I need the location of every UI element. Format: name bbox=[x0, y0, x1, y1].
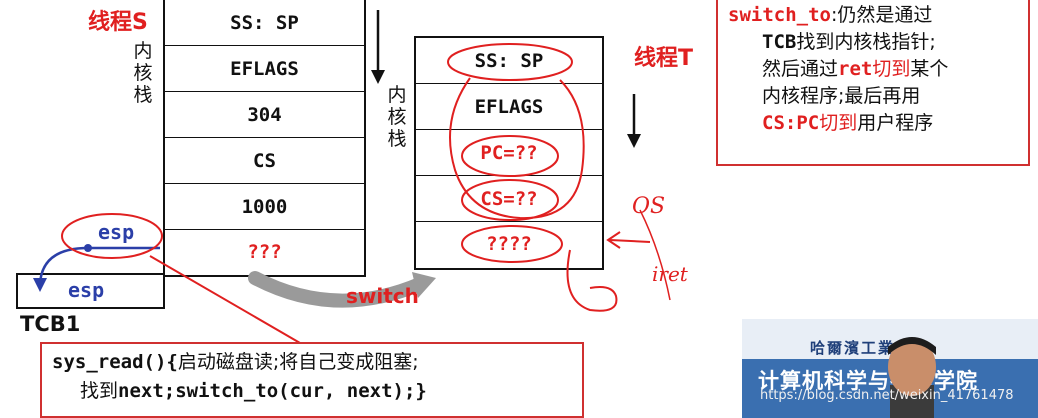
esp-pointer-curve bbox=[38, 246, 89, 285]
stack-s-cell: ??? bbox=[247, 241, 282, 263]
note-line-2: TCB找到内核栈指针; bbox=[728, 29, 1028, 56]
red-loop-stack-t bbox=[449, 77, 585, 220]
kernel-stack-char: 内 bbox=[387, 84, 407, 106]
stack-t-cell: ???? bbox=[486, 233, 532, 255]
kernel-stack-char: 栈 bbox=[133, 84, 153, 106]
stack-s-cell: 1000 bbox=[165, 184, 364, 230]
code-text: 启动磁盘读;将自己变成阻塞; bbox=[177, 351, 419, 373]
note-keyword-ret: ret bbox=[838, 58, 873, 80]
red-arrow-to-qqqq bbox=[606, 231, 651, 249]
note-text: 内核程序;最后再用 bbox=[762, 85, 921, 107]
code-line-1: sys_read(){启动磁盘读;将自己变成阻塞; bbox=[52, 348, 582, 377]
switch-to-note: switch_to:仍然是通过 TCB找到内核栈指针; 然后通过ret切到某个 … bbox=[716, 0, 1030, 166]
red-circle-cs bbox=[461, 179, 559, 221]
kernel-stack-char: 核 bbox=[133, 62, 153, 84]
stack-t-cell: EFLAGS bbox=[416, 84, 602, 130]
note-text: 然后通过 bbox=[762, 58, 839, 80]
stack-s-cell: CS bbox=[165, 138, 364, 184]
stack-s-cell: SS: SP bbox=[165, 0, 364, 46]
note-keyword-cs-pc: CS:PC bbox=[762, 112, 820, 134]
code-line-2: 找到next;switch_to(cur, next);} bbox=[52, 377, 582, 406]
kernel-stack-char: 栈 bbox=[387, 128, 407, 150]
red-circle-esp bbox=[61, 213, 163, 259]
note-text: 找到内核栈指针; bbox=[796, 31, 936, 53]
note-text: 切到 bbox=[872, 58, 911, 80]
esp-pointer-head bbox=[33, 278, 47, 292]
stack-s-cell: 304 bbox=[165, 92, 364, 138]
note-line-5: CS:PC切到用户程序 bbox=[728, 110, 1028, 137]
switch-label: switch bbox=[346, 284, 419, 308]
kernel-stack-s: SS: SP EFLAGS 304 CS 1000 ??? bbox=[163, 0, 366, 277]
note-line-1: switch_to:仍然是通过 bbox=[728, 2, 1028, 29]
note-text: 某个 bbox=[910, 58, 949, 80]
code-mono: next;switch_to(cur, next);} bbox=[118, 380, 427, 402]
code-mono: sys_read(){ bbox=[52, 351, 178, 373]
kernel-stack-label-s: 内 核 栈 bbox=[132, 40, 154, 106]
stack-t-cell: SS: SP bbox=[416, 38, 602, 84]
red-ret-line bbox=[639, 209, 671, 301]
stack-grow-arrow-t bbox=[627, 94, 641, 148]
switch-arrow bbox=[248, 271, 427, 308]
red-circle-qqqq bbox=[461, 225, 563, 263]
esp-pointer-label: esp bbox=[98, 220, 135, 244]
note-text: 切到 bbox=[819, 112, 858, 134]
kernel-stack-char: 核 bbox=[387, 106, 407, 128]
thread-t-label: 线程T bbox=[634, 46, 694, 71]
note-line-3: 然后通过ret切到某个 bbox=[728, 56, 1028, 83]
presenter-image bbox=[888, 337, 936, 418]
red-circle-pc bbox=[461, 135, 559, 177]
handwritten-os: OS bbox=[632, 194, 666, 219]
stack-grow-arrow-s bbox=[371, 10, 385, 84]
tcb-esp-label: esp bbox=[68, 278, 105, 302]
switch-arrow-head bbox=[412, 272, 436, 298]
kernel-stack-t: SS: SP EFLAGS PC=?? CS=?? ???? bbox=[414, 36, 604, 270]
note-text: :仍然是通过 bbox=[830, 4, 933, 26]
note-line-4: 内核程序;最后再用 bbox=[728, 83, 1028, 110]
note-text: 用户程序 bbox=[857, 112, 934, 134]
note-keyword-switch-to: switch_to bbox=[728, 4, 831, 26]
handwritten-iret: iret bbox=[652, 262, 688, 286]
thread-s-label: 线程S bbox=[88, 10, 148, 35]
sys-read-code-box: sys_read(){启动磁盘读;将自己变成阻塞; 找到next;switch_… bbox=[40, 342, 584, 418]
csdn-watermark: https://blog.csdn.net/weixin_41761478 bbox=[760, 388, 1014, 403]
kernel-stack-label-t: 内 核 栈 bbox=[386, 84, 408, 150]
tcb-label: TCB1 bbox=[20, 312, 81, 336]
code-text: 找到 bbox=[80, 380, 119, 402]
red-circle-ss-sp bbox=[447, 43, 573, 81]
note-keyword-tcb: TCB bbox=[762, 31, 797, 53]
kernel-stack-char: 内 bbox=[133, 40, 153, 62]
webcam-inset: 哈爾濱工業大學 计算机科学与技术学院 bbox=[742, 319, 1038, 418]
red-scribble-right bbox=[566, 249, 618, 312]
stack-t-cell: CS=?? bbox=[416, 176, 602, 222]
stack-s-cell: EFLAGS bbox=[165, 46, 364, 92]
school-banner: 计算机科学与技术学院 bbox=[758, 369, 978, 393]
